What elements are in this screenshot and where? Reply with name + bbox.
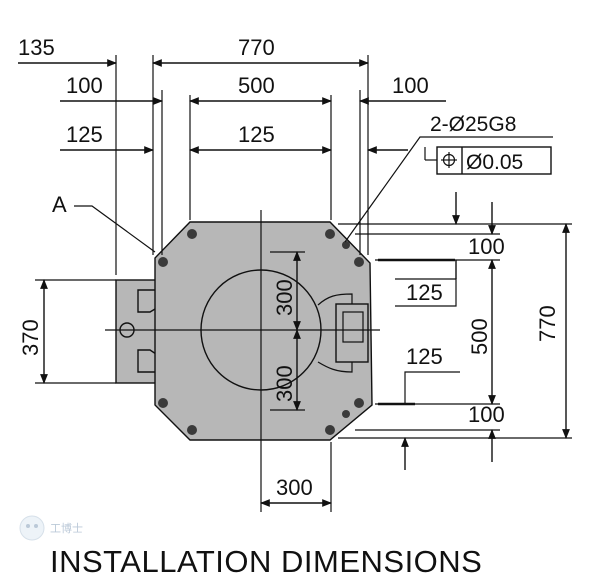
label-a: A [52,192,67,217]
bolt [158,398,168,408]
connector-curve [317,293,353,306]
watermark-logo: 工博士 [19,515,83,541]
leader-a [74,205,156,253]
dim-100-bottom: 100 [468,402,505,427]
mounting-bolts [158,229,364,435]
bolt [187,425,197,435]
hole-spec: 2-Ø25G8 [430,113,516,136]
bolt [354,398,364,408]
position-icon [441,152,457,168]
dim-500-right: 500 [467,318,492,355]
bolt [342,241,350,249]
dim-line-125-bottom [404,371,460,404]
dim-770-top: 770 [238,35,275,60]
dim-125-bottom: 125 [406,344,443,369]
bolt [354,257,364,267]
dim-370: 370 [18,319,43,356]
dim-770-right: 770 [535,305,560,342]
dim-300-lower: 300 [272,365,297,402]
dim-135: 135 [18,35,55,60]
watermark-text: 工博士 [50,522,83,535]
callouts: A 2-Ø25G8 Ø0.05 [52,113,553,253]
dim-300-upper: 300 [272,279,297,316]
dim-300-bottom: 300 [276,475,313,500]
drawing-title: INSTALLATION DIMENSIONS [50,544,482,579]
bolt [187,229,197,239]
dim-100-right: 100 [392,73,429,98]
connector-curve-lower [317,361,353,373]
leader-hole [344,136,553,243]
left-dimensions: 370 300 300 300 [18,251,332,512]
dim-125-top: 125 [406,280,443,305]
connector-inner [342,311,364,343]
base-body [105,210,380,450]
dim-125-center: 125 [238,122,275,147]
dim-125-left: 125 [66,122,103,147]
dim-100-left: 100 [66,73,103,98]
dim-500-top: 500 [238,73,275,98]
dim-line-125-top [395,278,457,307]
dim-100-top: 100 [468,234,505,259]
bolt [158,257,168,267]
tolerance-frame: Ø0.05 [424,146,552,175]
bolt [325,229,335,239]
top-dimensions: 135 770 100 500 100 125 125 [18,35,446,275]
bolt [342,410,350,418]
tolerance-value: Ø0.05 [466,151,523,174]
robot-logo-icon [19,515,45,541]
bolt [325,425,335,435]
right-dimensions: 100 125 500 770 125 100 [338,192,572,470]
